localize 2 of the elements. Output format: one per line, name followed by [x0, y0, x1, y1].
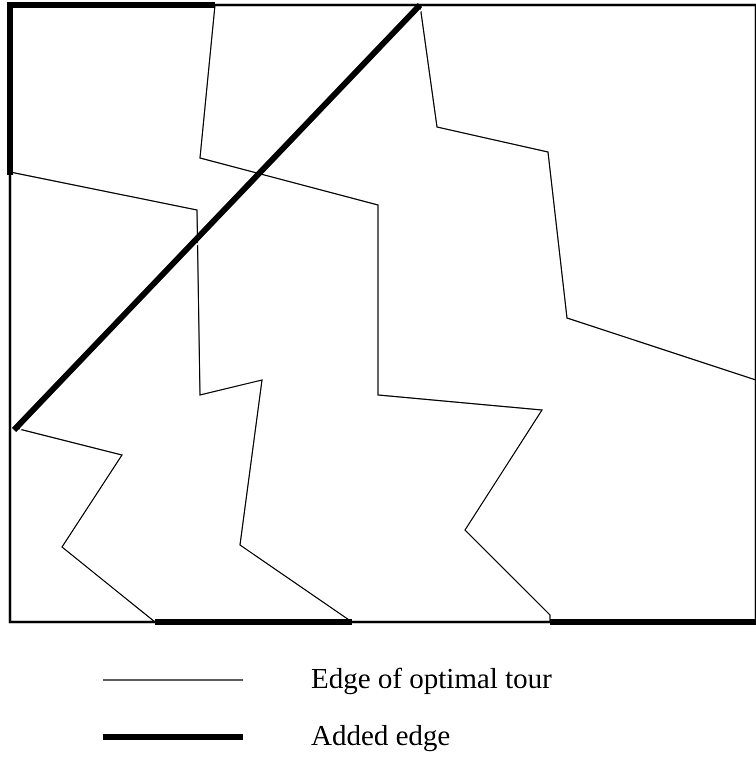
legend-text: Edge of optimal tour	[311, 665, 552, 694]
legend-text: Added edge	[311, 722, 450, 751]
